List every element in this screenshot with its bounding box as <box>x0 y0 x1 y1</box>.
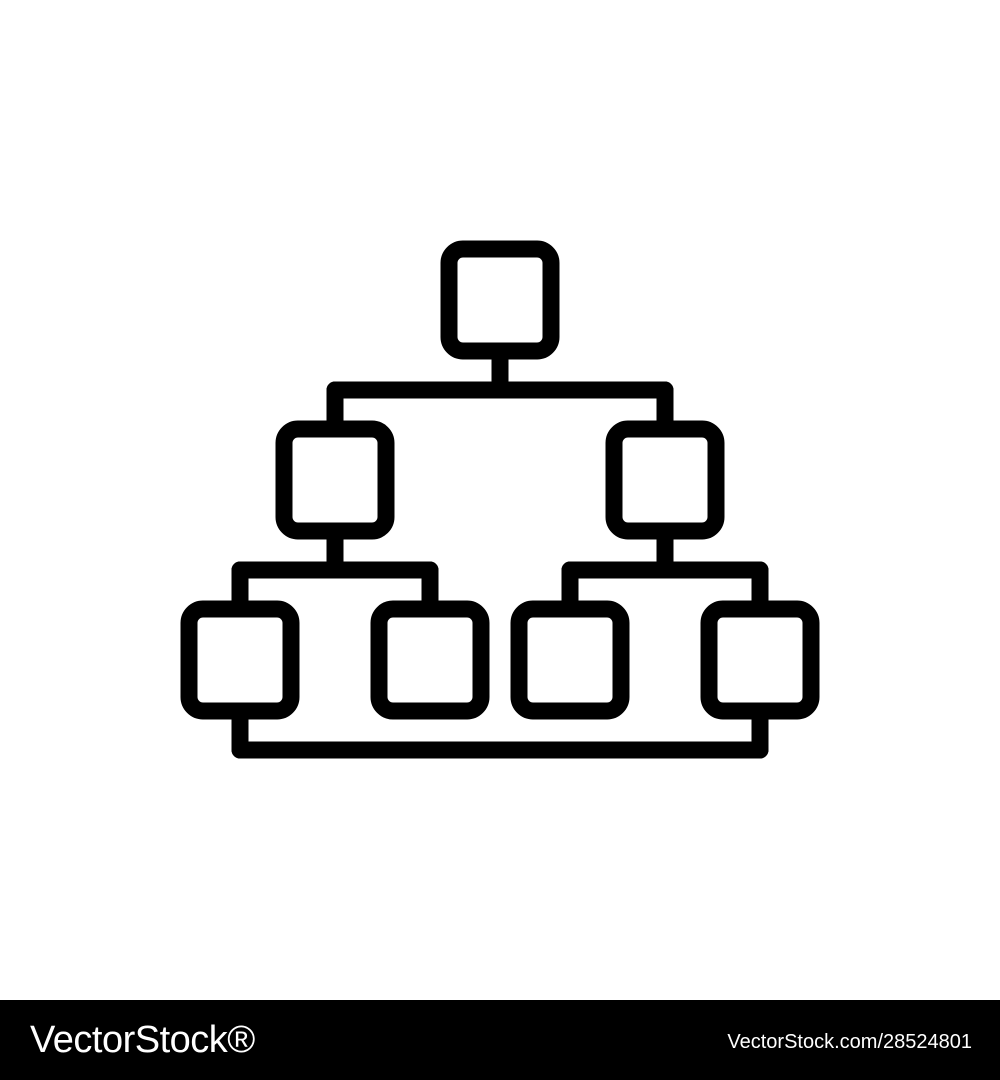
watermark-footer: VectorStock® VectorStock.com/28524801 <box>0 1000 1000 1080</box>
node-box-level3-3 <box>510 600 630 720</box>
icon-canvas <box>180 240 820 759</box>
node-box-level3-2 <box>370 600 490 720</box>
hierarchy-structure-icon <box>180 240 820 759</box>
brand-logo-text: VectorStock® <box>30 1019 255 1061</box>
node-box-level3-4 <box>700 600 820 720</box>
node-box-root <box>440 240 560 360</box>
node-box-level2-left <box>275 420 395 540</box>
node-box-level2-right <box>605 420 725 540</box>
image-id-text: VectorStock.com/28524801 <box>727 1031 972 1053</box>
node-box-level3-1 <box>180 600 300 720</box>
connector-lines <box>231 341 769 759</box>
